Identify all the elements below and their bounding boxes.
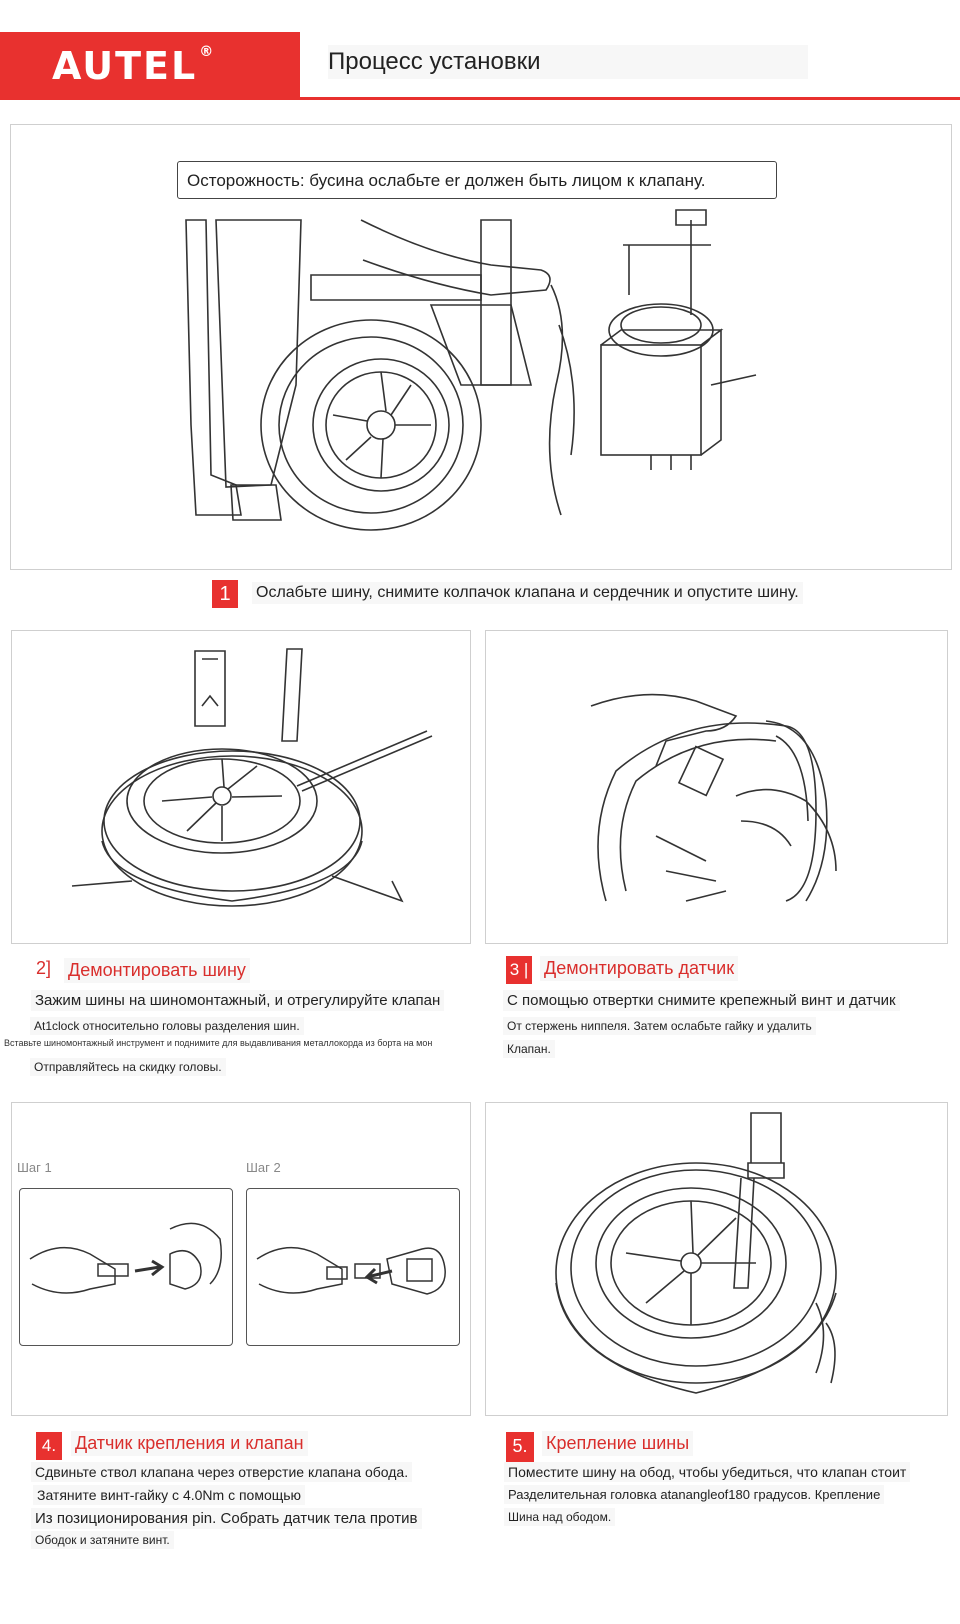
step4-number: 4. [36, 1432, 62, 1460]
step2-illustration-panel [11, 630, 471, 944]
header-brand-bar [0, 32, 300, 100]
step3-line-2: От стержень ниппеля. Затем ослабьте гайк… [503, 1017, 816, 1035]
header-divider [300, 97, 960, 100]
caution-note: Осторожность: бусина ослабьте er должен … [177, 161, 777, 199]
step4-title: Датчик крепления и клапан [71, 1431, 308, 1456]
step4-line-4: Ободок и затяните винт. [31, 1531, 174, 1549]
step4-sub2-frame [246, 1188, 460, 1346]
step2-line-2: At1clock относительно головы разделения … [30, 1017, 304, 1035]
step4-sub2-label: Шаг 2 [246, 1160, 281, 1175]
step2-line-3: Вставьте шиномонтажный инструмент и подн… [4, 1038, 433, 1048]
tire-changer-illustration [185, 209, 757, 531]
step4-line-3: Из позиционирования pin. Собрать датчик … [31, 1508, 422, 1529]
step4-sub1-label: Шаг 1 [17, 1160, 52, 1175]
valve-insert-illustration [29, 1222, 222, 1294]
step2-number: 2] [36, 958, 52, 978]
step4-line-2: Затяните винт-гайку с 4.0Nm с помощью [33, 1485, 306, 1505]
step4-line-1: Сдвиньте ствол клапана через отверстие к… [31, 1462, 413, 1482]
step5-title: Крепление шины [542, 1431, 694, 1456]
step3-number: 3 | [506, 956, 532, 984]
step5-line-1: Поместите шину на обод, чтобы убедиться,… [504, 1462, 911, 1482]
step4-illustration-panel [11, 1102, 471, 1416]
step2-line-4: Отправляйтесь на скидку головы. [30, 1058, 226, 1076]
tire-mount-illustration [555, 1112, 837, 1394]
step3-line-1: С помощью отвертки снимите крепежный вин… [503, 990, 900, 1011]
step1-badge: 1 [212, 580, 238, 608]
step1-text: Ослабьте шину, снимите колпачок клапана … [252, 582, 803, 604]
step5-line-3: Шина над ободом. [504, 1508, 616, 1526]
step3-illustration-panel [485, 630, 948, 944]
tire-demount-illustration [71, 648, 433, 907]
step5-illustration-panel [485, 1102, 948, 1416]
step3-title: Демонтировать датчик [540, 956, 739, 981]
step3-line-3: Клапан. [503, 1040, 555, 1058]
step5-number: 5. [506, 1432, 534, 1462]
step2-title: Демонтировать шину [64, 958, 250, 983]
sensor-assemble-illustration [256, 1246, 446, 1295]
step5-line-2: Разделительная головка atanangleof180 гр… [504, 1485, 885, 1504]
step2-line-1: Зажим шины на шиномонтажный, и отрегулир… [31, 990, 445, 1011]
page-title: Процесс установки [328, 45, 808, 79]
step4-sub1-frame [19, 1188, 233, 1346]
autel-logo: AUTEL® [52, 44, 216, 88]
sensor-removal-illustration [590, 693, 837, 902]
